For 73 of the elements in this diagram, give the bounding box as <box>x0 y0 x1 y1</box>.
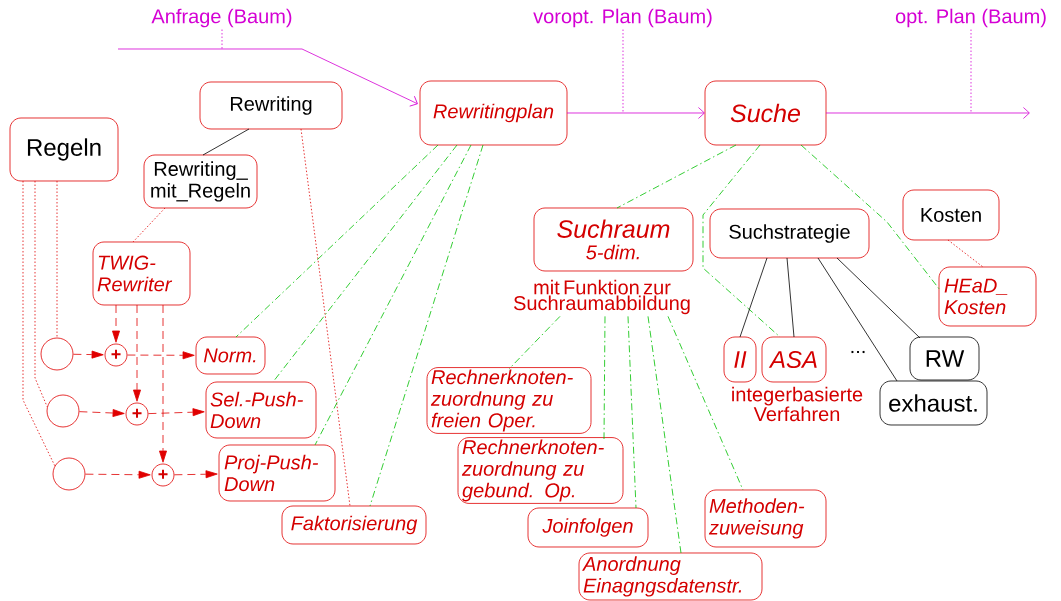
note-text: ... <box>851 350 865 354</box>
connector-line <box>56 180 58 338</box>
process-box: Norm. <box>195 336 266 375</box>
note-text: integerbasierte Verfahren <box>732 386 863 422</box>
caption-text: mit Funktion zur Suchraumabbildung <box>513 279 690 315</box>
connector-line <box>627 315 637 509</box>
process-box: Proj-Push- Down <box>218 444 336 502</box>
connector-line <box>647 315 682 554</box>
flow-label: voropt. Plan (Baum) <box>533 8 712 28</box>
connector-line <box>369 144 484 507</box>
arrow <box>117 48 418 107</box>
arrow <box>159 304 167 463</box>
connector-line <box>34 180 48 408</box>
arrow <box>148 408 205 417</box>
arrow <box>566 107 705 119</box>
process-box: Suche <box>704 80 827 146</box>
sum-junction: + <box>125 402 149 426</box>
connector-line <box>508 315 561 370</box>
process-box: Anordnung Einagngsdatenstr. <box>578 552 763 601</box>
connector-line <box>603 315 606 440</box>
connector-line <box>132 207 166 243</box>
process-box: Rewriting <box>199 81 343 130</box>
process-box: Rewritingplan <box>419 80 568 146</box>
process-box: II <box>723 336 757 383</box>
process-box: HEaD_ Kosten <box>938 266 1037 327</box>
arrow <box>73 350 104 359</box>
connector-line <box>836 257 921 339</box>
arrow <box>825 107 1030 119</box>
leader-line <box>221 29 223 50</box>
leader-line <box>970 29 972 114</box>
connector-line <box>202 128 250 156</box>
process-box: Rechnerknoten- zuordnung zu freien Oper. <box>426 367 592 434</box>
connector-line <box>272 144 458 383</box>
process-box: Suchraum 5-dim. <box>533 207 694 272</box>
process-box: Joinfolgen <box>527 507 649 548</box>
arrow <box>79 409 125 417</box>
process-box: Kosten <box>902 189 1000 241</box>
process-box: Rechnerknoten- zuordnung zu gebund. Op. <box>457 437 624 504</box>
process-box: Regeln <box>9 117 119 182</box>
connector-line <box>739 257 768 338</box>
flow-label: Anfrage (Baum) <box>151 8 292 28</box>
process-box: Rewriting_ mit_Regeln <box>143 154 258 209</box>
connector-line <box>667 315 744 491</box>
process-box: TWIG- Rewriter <box>92 241 191 306</box>
arrow <box>133 304 141 402</box>
connector-line <box>947 239 984 268</box>
process-box: Methoden- zuweisung <box>704 489 827 548</box>
process-box: ASA <box>761 336 827 383</box>
connector-line <box>702 144 781 338</box>
leader-line <box>622 29 624 113</box>
process-box: Sel.-Push- Down <box>205 381 317 439</box>
process-box: exhaust. <box>879 380 988 426</box>
process-box: Suchstrategie <box>709 208 870 259</box>
arrow <box>112 304 120 343</box>
process-box: RW <box>909 336 980 381</box>
flow-label: opt. Plan (Baum) <box>895 8 1046 28</box>
connector-line <box>616 144 737 209</box>
sum-junction: + <box>151 463 175 487</box>
connector-line <box>235 144 439 338</box>
connector-line <box>300 128 351 507</box>
arrow <box>174 470 218 479</box>
connector-line <box>800 144 941 291</box>
connector-line <box>314 144 472 446</box>
circle-node <box>46 394 80 428</box>
arrow <box>127 351 195 360</box>
circle-node <box>52 457 86 491</box>
connector-line <box>22 180 56 467</box>
arrow <box>85 470 151 479</box>
process-box: Faktorisierung <box>281 505 427 545</box>
sum-junction: + <box>104 343 128 367</box>
connector-line <box>786 257 795 338</box>
circle-node <box>40 337 74 371</box>
connector-line <box>817 257 898 382</box>
